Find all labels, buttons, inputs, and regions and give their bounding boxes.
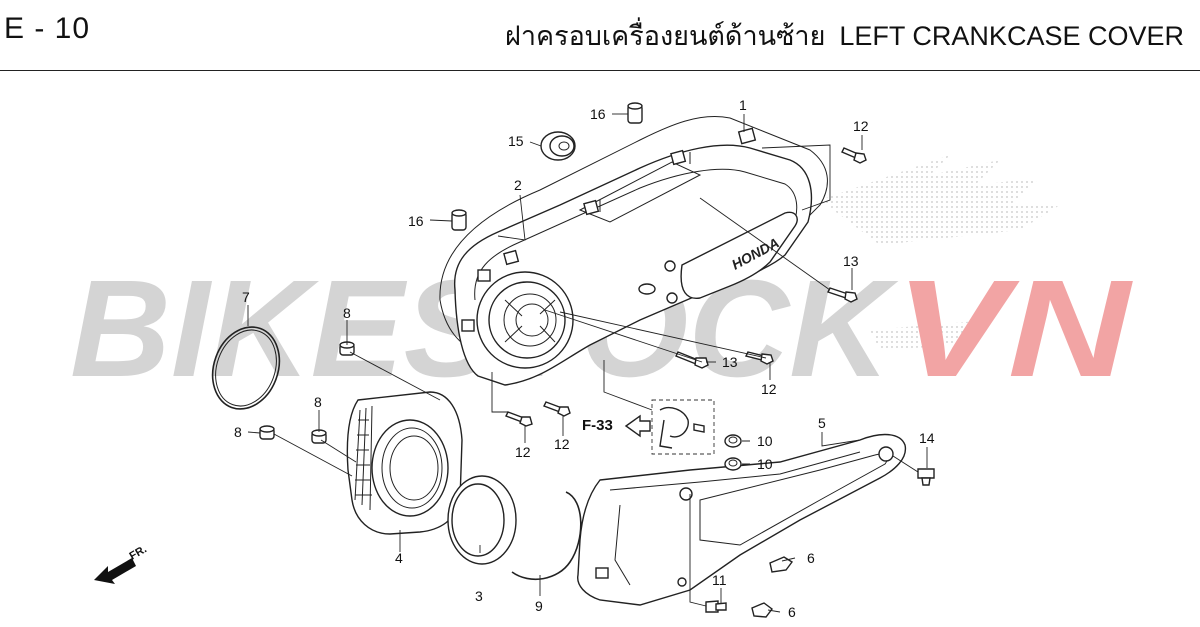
callout-12c: 12	[515, 444, 531, 460]
callout-16b: 16	[408, 213, 424, 229]
title-thai: ฝาครอบเครื่องยนต์ด้านซ้าย	[505, 21, 826, 52]
clip-upper	[769, 556, 794, 573]
title-english: LEFT CRANKCASE COVER	[839, 21, 1184, 51]
callout-4: 4	[395, 550, 403, 566]
page-title: ฝาครอบเครื่องยนต์ด้านซ้าย LEFT CRANKCASE …	[505, 14, 1184, 57]
leader-lines	[247, 113, 928, 613]
header: E - 10 ฝาครอบเครื่องยนต์ด้านซ้าย LEFT CRA…	[0, 0, 1200, 71]
f33-reference-box	[651, 399, 715, 455]
grommet-10-upper	[724, 434, 742, 448]
callout-11: 11	[712, 572, 727, 588]
f33-arrow	[624, 414, 651, 438]
callout-12a: 12	[853, 118, 869, 134]
callout-7: 7	[242, 289, 250, 305]
callout-9: 9	[535, 598, 543, 614]
bolt-12-lower-left	[505, 411, 533, 427]
bolt-12-top	[841, 147, 867, 164]
grommet-left	[259, 425, 275, 440]
left-crankcase-cover: HONDA	[453, 127, 813, 386]
front-direction-arrow: FR.	[94, 543, 149, 584]
circlip	[511, 491, 582, 580]
grommet-10-lower	[724, 457, 742, 471]
callout-14: 14	[919, 430, 935, 446]
cross-reference-label: F-33	[582, 417, 613, 434]
callout-12b: 12	[761, 381, 777, 397]
watermark-text-red: VN	[895, 252, 1134, 406]
front-direction-label: FR.	[128, 543, 149, 562]
clip-lower	[751, 602, 773, 618]
callout-12d: 12	[554, 436, 570, 452]
callout-3: 3	[475, 588, 483, 604]
callout-13b: 13	[722, 354, 738, 370]
callout-8c: 8	[234, 424, 242, 440]
lower-cover	[577, 433, 907, 606]
callout-10a: 10	[757, 433, 773, 449]
callout-8a: 8	[343, 305, 351, 321]
callout-1: 1	[739, 97, 747, 113]
bolt-11	[705, 600, 727, 613]
callout-13a: 13	[843, 253, 859, 269]
callout-2: 2	[514, 177, 522, 193]
callouts: 1 2 3 4 5 6 6 7 8 8 8 9 10 10 11 12 12 1…	[234, 97, 935, 620]
callout-15: 15	[508, 133, 524, 149]
wing-logo-pattern	[820, 155, 1060, 350]
callout-10b: 10	[757, 456, 773, 472]
page-code: E - 10	[4, 12, 91, 45]
o-ring	[211, 326, 281, 410]
dowel-pin-upper	[627, 102, 643, 124]
bolt-12-lower-right	[543, 401, 571, 417]
dowel-pin-left	[451, 209, 467, 231]
callout-5: 5	[818, 415, 826, 431]
callout-6b: 6	[788, 604, 796, 620]
callout-6a: 6	[807, 550, 815, 566]
bolt-14	[917, 468, 935, 486]
callout-8b: 8	[314, 394, 322, 410]
callout-16a: 16	[590, 106, 606, 122]
bearing	[540, 131, 576, 161]
bolt-13-right	[827, 287, 858, 303]
seal-ring	[447, 475, 517, 565]
intake-duct	[346, 391, 463, 535]
